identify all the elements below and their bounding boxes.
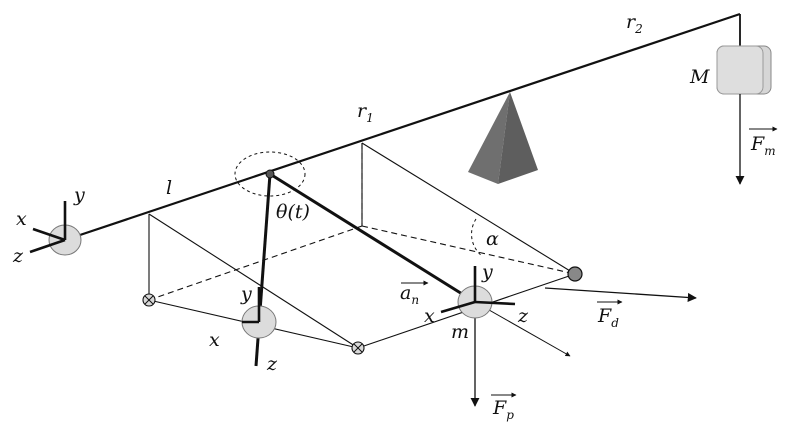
link-pivot-to-mass bbox=[269, 172, 476, 304]
label-Fp: Fp bbox=[492, 397, 514, 422]
counterweight-box bbox=[716, 45, 772, 95]
label-m: m bbox=[451, 321, 469, 343]
alpha-arc bbox=[471, 218, 483, 257]
left-axis-z: z bbox=[12, 245, 24, 267]
label-M: M bbox=[689, 66, 710, 88]
label-an: an bbox=[400, 282, 419, 307]
mass-axes bbox=[440, 266, 516, 314]
joint-middle bbox=[351, 341, 365, 355]
left-axis-x: x bbox=[16, 208, 27, 230]
mass-axis-y: y bbox=[481, 261, 493, 283]
bottom-axis-x: x bbox=[209, 329, 220, 351]
bottom-axis-y: y bbox=[240, 283, 252, 305]
bottom-axis-z: z bbox=[266, 353, 278, 375]
label-l: l bbox=[166, 177, 172, 199]
force-fd-arrow bbox=[544, 287, 697, 302]
left-axis-y: y bbox=[73, 184, 85, 206]
pivot-point bbox=[265, 169, 275, 179]
dashed-lines bbox=[148, 143, 576, 301]
label-Fd: Fd bbox=[597, 305, 619, 330]
label-r2: r2 bbox=[626, 11, 643, 36]
joint-left bbox=[142, 293, 156, 307]
joint-right bbox=[567, 266, 583, 282]
bottom-axes bbox=[242, 287, 261, 324]
label-r1: r1 bbox=[357, 100, 374, 125]
label-Fm: Fm bbox=[750, 133, 776, 158]
mass-axis-z: z bbox=[517, 305, 529, 327]
diagonal-vector-arrow bbox=[474, 301, 571, 357]
left-axes bbox=[29, 201, 67, 254]
mass-axis-x: x bbox=[424, 305, 435, 327]
pivot-rotation-ellipse bbox=[234, 151, 306, 197]
main-beam bbox=[64, 12, 741, 242]
label-theta: θ(t) bbox=[276, 201, 310, 223]
label-alpha: α bbox=[486, 228, 499, 250]
pyramid bbox=[468, 92, 538, 184]
